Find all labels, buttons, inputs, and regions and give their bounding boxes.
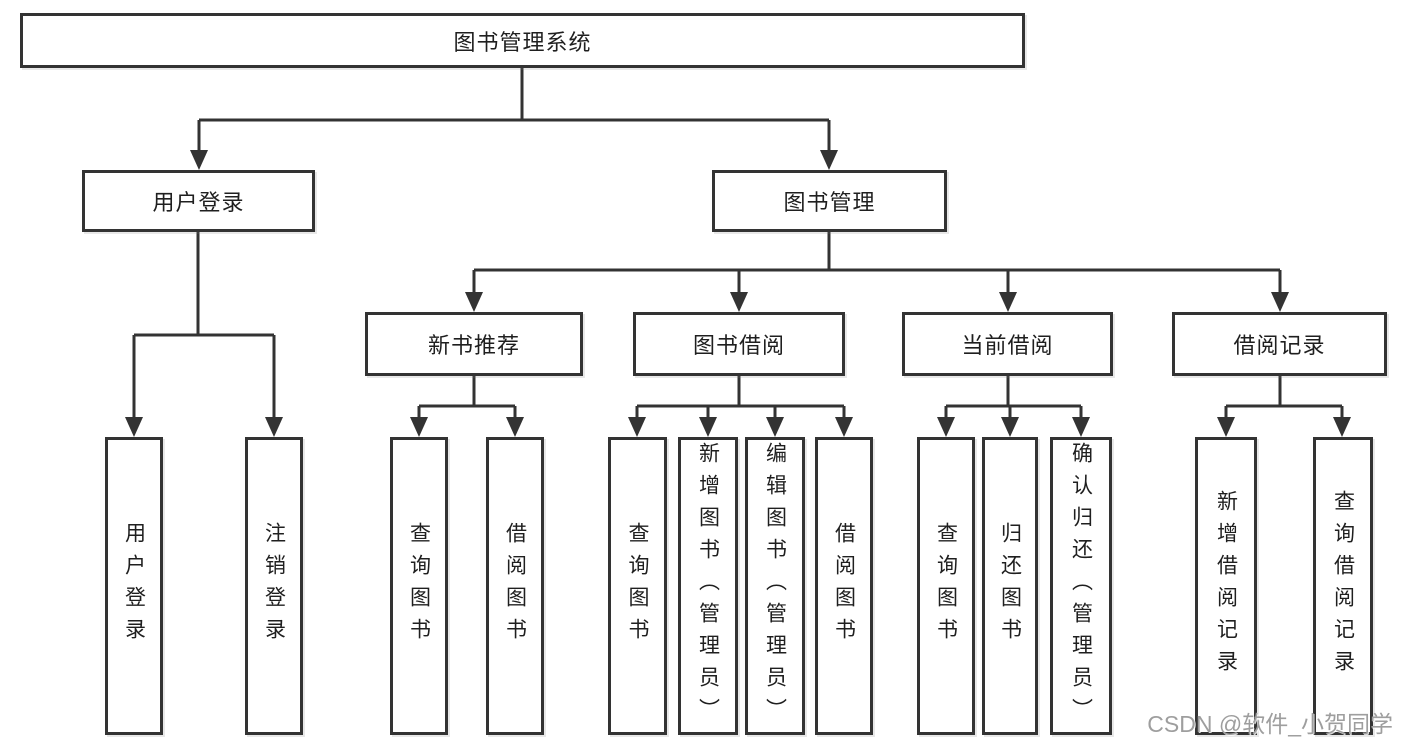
node-label: 新增借阅记录: [1214, 490, 1238, 682]
node-label: 归还图书: [998, 522, 1022, 650]
node-label: 注销登录: [262, 522, 286, 650]
node-label: 查询图书: [626, 522, 649, 650]
node-book-borrow: 图书借阅: [633, 312, 845, 376]
node-label: 新书推荐: [427, 333, 520, 358]
node-label: 借阅图书: [503, 522, 527, 650]
node-edit-book-admin: 编辑图书（管理员）: [745, 437, 805, 735]
node-label: 确认归还（管理员）: [1069, 442, 1093, 730]
node-add-borrow-record: 新增借阅记录: [1195, 437, 1257, 735]
node-borrow-books-leaf: 借阅图书: [815, 437, 873, 735]
node-label: 图书管理系统: [453, 29, 592, 55]
node-label: 图书管理: [783, 190, 876, 215]
node-return-books: 归还图书: [982, 437, 1038, 735]
node-query-borrow-record: 查询借阅记录: [1313, 437, 1373, 735]
node-add-book-admin: 新增图书（管理员）: [678, 437, 738, 735]
node-label: 查询图书: [934, 522, 958, 650]
node-query-books-recommend: 查询图书: [390, 437, 448, 735]
node-label: 新增图书（管理员）: [696, 442, 720, 730]
node-library-management-system: 图书管理系统: [20, 13, 1025, 68]
node-label: 当前借阅: [961, 333, 1054, 358]
node-query-books-borrow: 查询图书: [608, 437, 667, 735]
node-label: 图书借阅: [692, 333, 785, 358]
node-logout-login: 注销登录: [245, 437, 303, 735]
node-book-management: 图书管理: [712, 170, 947, 232]
node-user-login-leaf: 用户登录: [105, 437, 163, 735]
node-query-books-current: 查询图书: [917, 437, 975, 735]
node-label: 查询借阅记录: [1331, 490, 1355, 682]
node-confirm-return-admin: 确认归还（管理员）: [1050, 437, 1112, 735]
node-label: 编辑图书（管理员）: [763, 442, 787, 730]
node-label: 用户登录: [122, 522, 146, 650]
node-label: 借阅图书: [832, 522, 856, 650]
csdn-watermark: CSDN @软件_小贺同学: [1147, 711, 1393, 737]
node-user-login: 用户登录: [82, 170, 315, 232]
node-label: 借阅记录: [1233, 333, 1326, 358]
node-new-book-recommend: 新书推荐: [365, 312, 583, 376]
node-label: 用户登录: [152, 190, 245, 215]
node-current-borrow: 当前借阅: [902, 312, 1113, 376]
node-label: 查询图书: [407, 522, 431, 650]
node-borrow-books-recommend: 借阅图书: [486, 437, 544, 735]
node-borrow-records: 借阅记录: [1172, 312, 1387, 376]
